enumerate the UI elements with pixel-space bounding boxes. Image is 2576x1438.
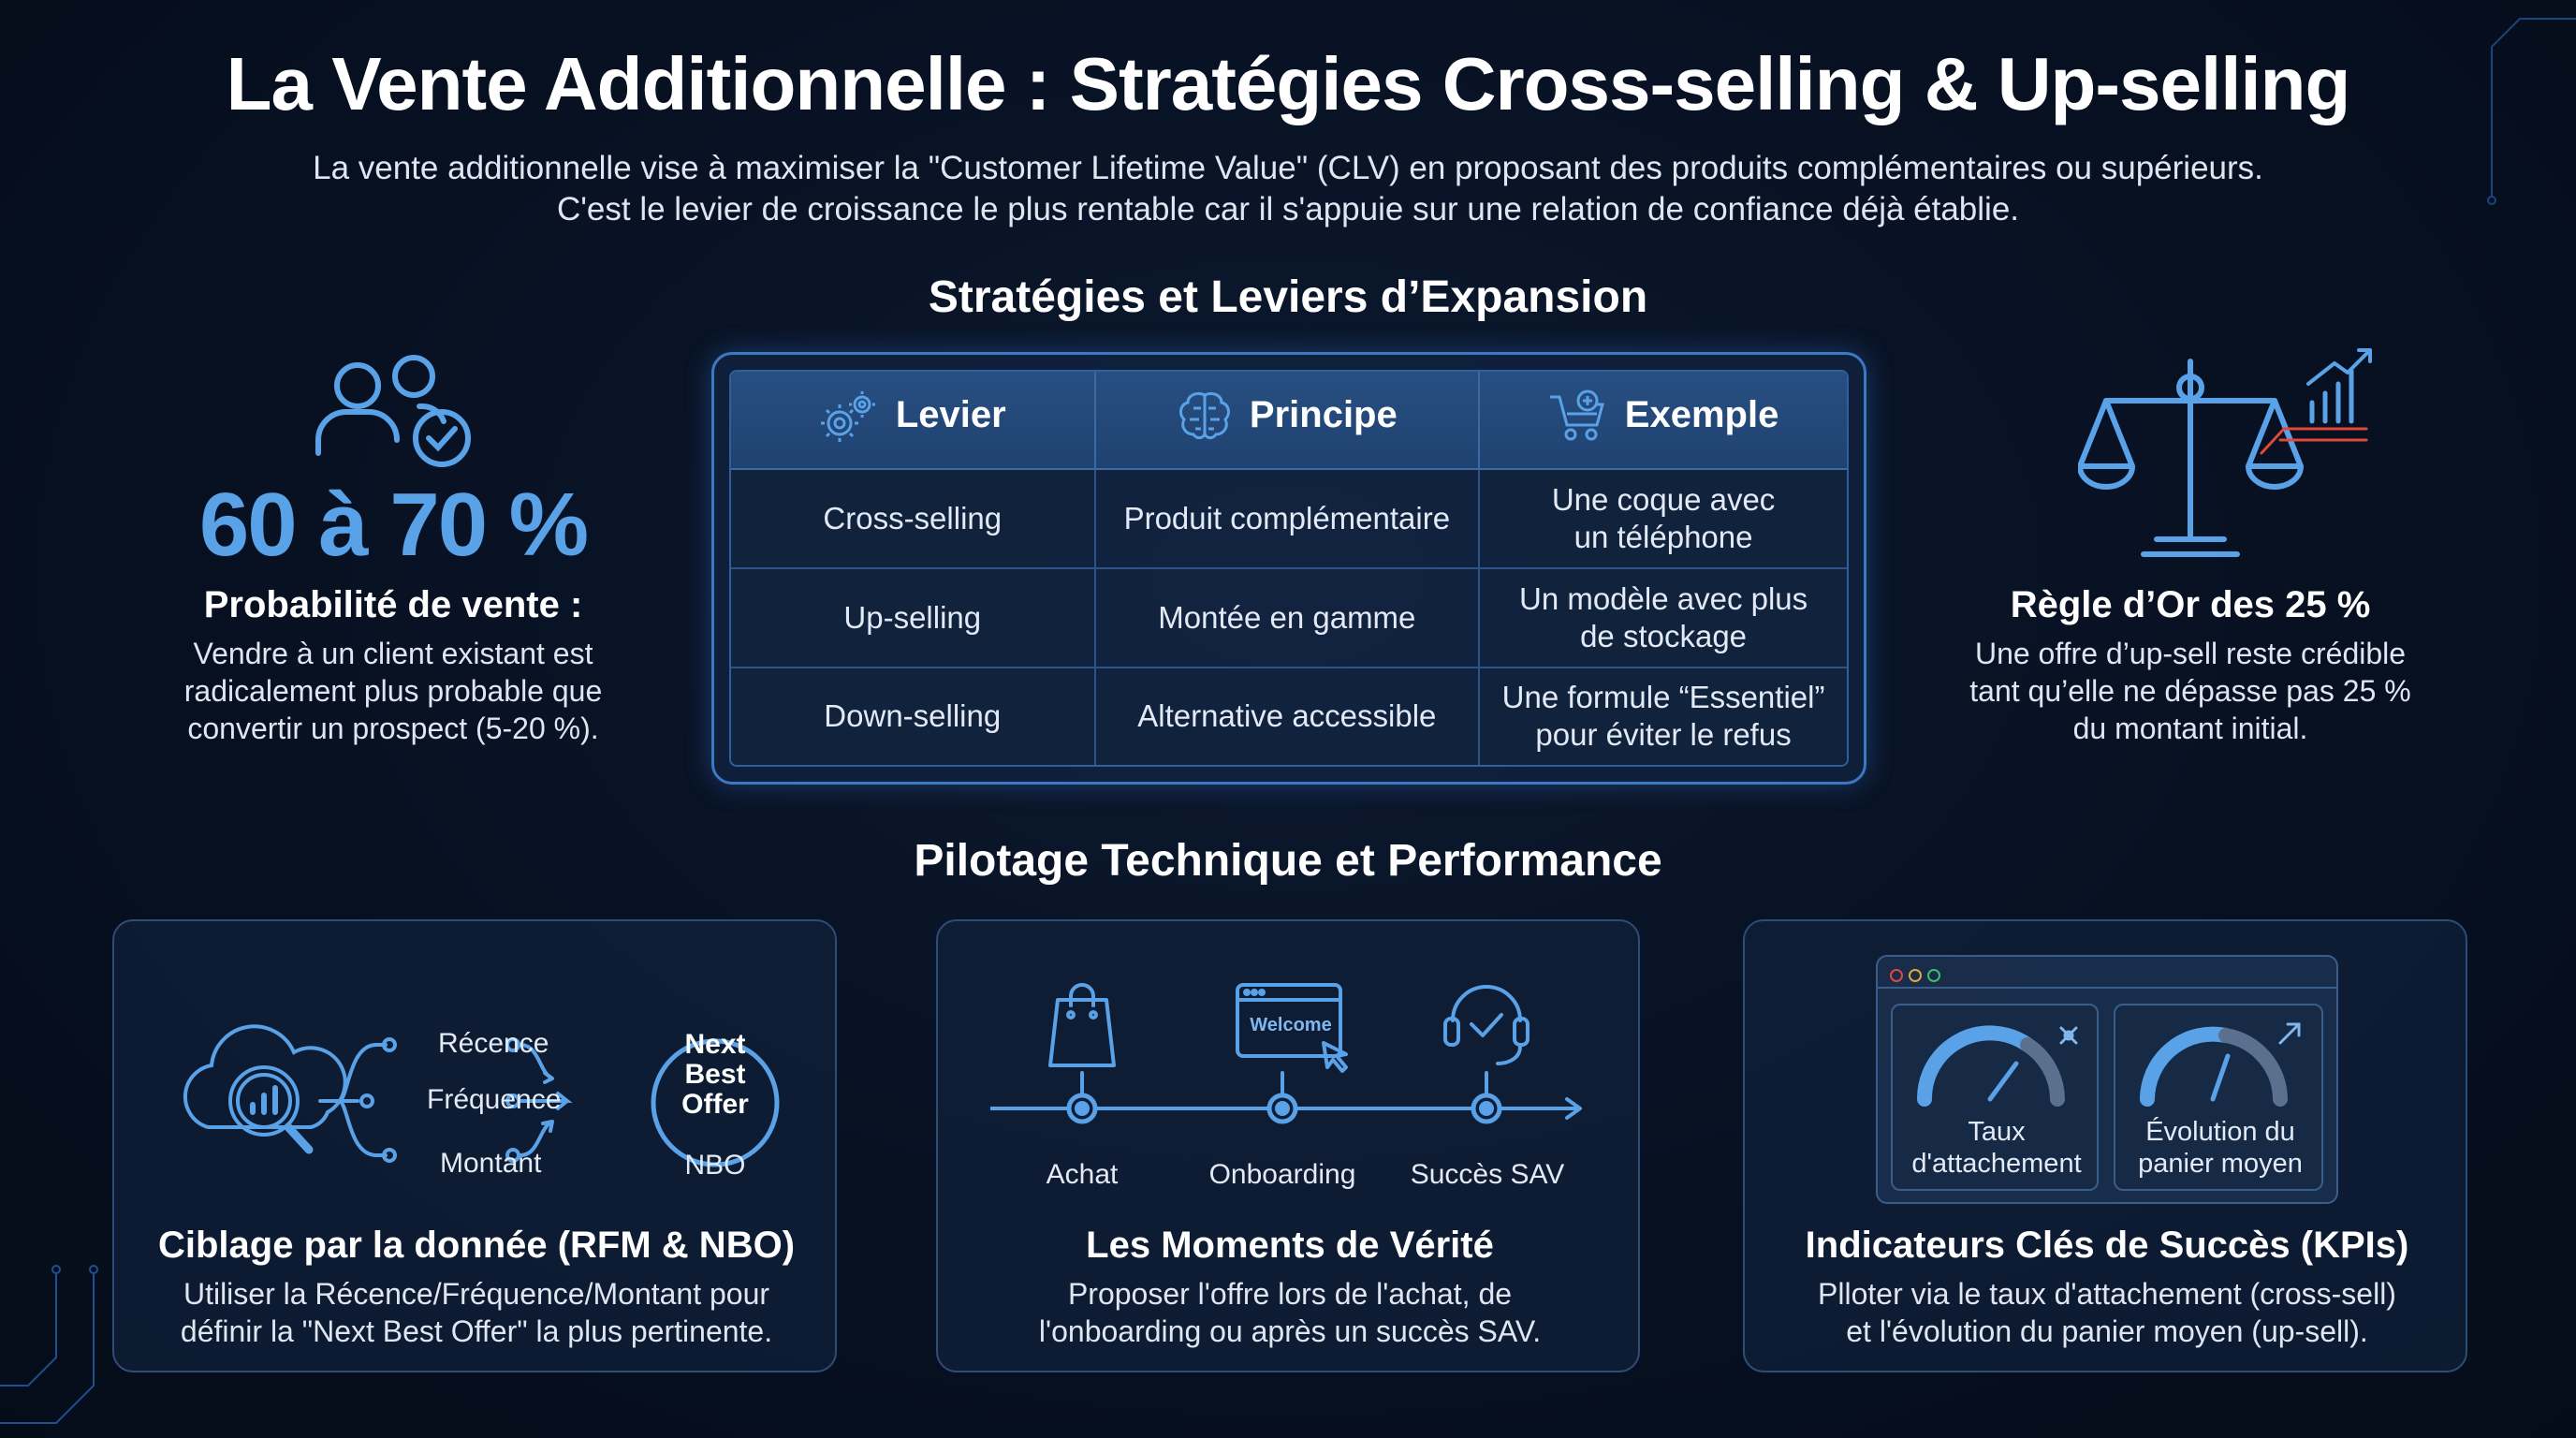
window-controls-icon	[1890, 969, 1940, 982]
card-kpi-title: Indicateurs Clés de Succès (KPIs)	[1805, 1225, 2409, 1266]
page-subtitle: La vente additionnelle vise à maximiser …	[0, 148, 2576, 230]
stat-text-line: Vendre à un client existant est	[193, 637, 593, 670]
kpi-label-attachement: Taux d'attachement	[1893, 1116, 2100, 1180]
nbo-caption: NBO	[684, 1150, 746, 1181]
header-principe: Principe	[1094, 372, 1481, 470]
welcome-text: Welcome	[1250, 1015, 1332, 1035]
step-succes-sav: Succès SAV	[1410, 1159, 1565, 1190]
label-frequence: Fréquence	[427, 1084, 562, 1115]
cell-exemple: Une formule “Essentiel” pour éviter le r…	[1479, 667, 1847, 765]
cell-levier: Cross-selling	[731, 469, 1096, 569]
rule-title: Règle d’Or des 25 %	[2010, 584, 2371, 625]
cell-exemple: Une coque avec un téléphone	[1479, 469, 1847, 569]
section-title-pilotage: Pilotage Technique et Performance	[914, 836, 1662, 886]
card-moments-text: Proposer l'offre lors de l'achat, de l'o…	[938, 1275, 1642, 1350]
header-principe-label: Principe	[1249, 394, 1398, 435]
label-recence: Récence	[438, 1028, 549, 1059]
cell-exemple-line: de stockage	[1580, 618, 1748, 653]
header-levier-label: Levier	[895, 394, 1006, 435]
kpi-label-line: d'attachement	[1911, 1149, 2082, 1179]
stat-title: Probabilité de vente :	[203, 584, 583, 625]
subtitle-line-2: C'est le levier de croissance le plus re…	[556, 191, 2020, 227]
table-row: Down-selling Alternative accessible Une …	[731, 667, 1847, 765]
table-row: Up-selling Montée en gamme Un modèle ave…	[731, 567, 1847, 668]
card-moments: Welcome Achat Onboarding Succès SAV Les …	[936, 919, 1640, 1372]
scale-chart-icon	[2077, 343, 2387, 567]
cell-exemple: Un modèle avec plus de stockage	[1479, 567, 1847, 668]
gears-icon	[820, 390, 875, 442]
card-kpi-text: Plloter via le taux d'attachement (cross…	[1745, 1275, 2469, 1350]
header-exemple-label: Exemple	[1624, 394, 1779, 435]
card-rfm-title: Ciblage par la donnée (RFM & NBO)	[157, 1225, 796, 1266]
stat-text-line: radicalement plus probable que	[183, 674, 603, 708]
subtitle-line-1: La vente additionnelle vise à maximiser …	[313, 150, 2263, 186]
table-row: Cross-selling Produit complémentaire Une…	[731, 469, 1847, 569]
nbo-line: Next	[684, 1029, 746, 1060]
headset-check-icon	[1443, 985, 1530, 1065]
kpi-card-attachement: Taux d'attachement	[1891, 1004, 2099, 1191]
gauge-trend-icon	[2140, 1022, 2301, 1107]
nbo-line: Best	[684, 1059, 746, 1090]
stat-text-line: convertir un prospect (5-20 %).	[187, 712, 599, 745]
users-check-icon	[309, 348, 477, 470]
rule-text-line: tant qu’elle ne dépasse pas 25 %	[1969, 674, 2411, 708]
strategy-table: Levier Principe	[731, 372, 1847, 765]
card-rfm: Récence Fréquence Montant Next Best Offe…	[112, 919, 837, 1372]
header-levier: Levier	[731, 372, 1096, 470]
label-montant: Montant	[440, 1148, 542, 1179]
cell-exemple-line: pour éviter le refus	[1535, 717, 1792, 753]
rule-text: Une offre d’up-sell reste crédible tant …	[1910, 635, 2471, 747]
card-rfm-text: Utiliser la Récence/Fréquence/Montant po…	[114, 1275, 839, 1350]
nbo-circle-text: Next Best Offer	[657, 1030, 773, 1120]
gauge-icon	[1916, 1025, 2078, 1107]
kpi-card-panier: Évolution du panier moyen	[2114, 1004, 2323, 1191]
cart-icon	[1549, 389, 1604, 440]
circuit-decoration	[2487, 18, 2576, 205]
shopping-bag-icon	[1048, 983, 1116, 1067]
cell-exemple-line: Une formule “Essentiel”	[1501, 680, 1825, 715]
cloud-analytics-icon	[183, 1024, 347, 1154]
cell-principe: Produit complémentaire	[1094, 469, 1481, 569]
rule-text-line: du montant initial.	[2072, 712, 2308, 745]
stat-value: 60 à 70 %	[198, 475, 589, 575]
timeline-diagram	[990, 983, 1582, 1124]
card-kpi: Taux d'attachement Évolution du panier m…	[1743, 919, 2467, 1372]
kpi-label-line: panier moyen	[2138, 1149, 2303, 1179]
cell-exemple-line: Un modèle avec plus	[1518, 580, 1808, 616]
card-text-line: Utiliser la Récence/Fréquence/Montant po…	[183, 1277, 770, 1311]
cell-levier: Down-selling	[731, 667, 1096, 765]
kpi-label-line: Taux	[1968, 1117, 2026, 1147]
header-exemple: Exemple	[1479, 372, 1847, 470]
nbo-line: Offer	[681, 1089, 749, 1120]
circuit-decoration	[0, 1265, 98, 1424]
rule-text-line: Une offre d’up-sell reste crédible	[1974, 637, 2407, 670]
kpi-dashboard-window: Taux d'attachement Évolution du panier m…	[1876, 955, 2338, 1204]
section-title-strategies: Stratégies et Leviers d’Expansion	[928, 272, 1648, 322]
cell-principe: Montée en gamme	[1094, 567, 1481, 668]
cell-exemple-line: Une coque avec	[1551, 481, 1776, 517]
card-text-line: Plloter via le taux d'attachement (cross…	[1818, 1277, 2396, 1311]
cell-exemple-line: un téléphone	[1573, 519, 1753, 554]
strategy-table-frame: Levier Principe	[711, 352, 1866, 785]
step-achat: Achat	[1046, 1159, 1119, 1190]
kpi-label-line: Évolution du	[2145, 1117, 2295, 1147]
card-text-line: l'onboarding ou après un succès SAV.	[1038, 1314, 1542, 1348]
card-text-line: définir la "Next Best Offer" la plus per…	[180, 1314, 773, 1348]
step-onboarding: Onboarding	[1208, 1159, 1356, 1190]
cell-principe: Alternative accessible	[1094, 667, 1481, 765]
rfm-diagram	[183, 1024, 780, 1167]
cell-levier: Up-selling	[731, 567, 1096, 668]
welcome-window-icon	[1236, 983, 1348, 1073]
card-moments-title: Les Moments de Vérité	[1086, 1225, 1494, 1266]
kpi-label-panier: Évolution du panier moyen	[2115, 1116, 2325, 1180]
page-title: La Vente Additionnelle : Stratégies Cros…	[226, 42, 2351, 125]
stat-text: Vendre à un client existant est radicale…	[131, 635, 655, 747]
card-text-line: Proposer l'offre lors de l'achat, de	[1067, 1277, 1513, 1311]
brain-icon	[1178, 391, 1230, 439]
card-text-line: et l'évolution du panier moyen (up-sell)…	[1846, 1314, 2368, 1348]
